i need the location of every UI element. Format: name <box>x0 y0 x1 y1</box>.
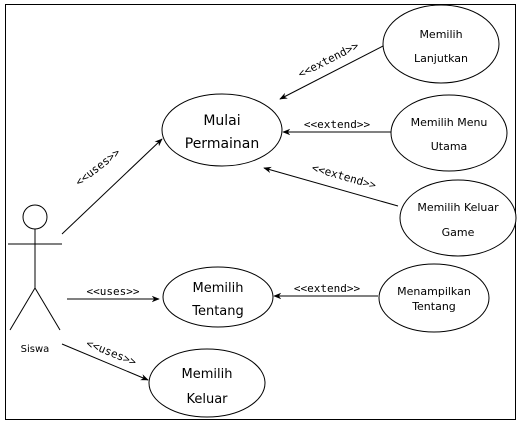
extend-relation-lanjutkan: <<extend>> <box>279 39 384 100</box>
uses-arrow-keluar <box>61 343 149 381</box>
use-case-shape <box>399 179 517 257</box>
use-case-label-line1: Memilih <box>419 28 462 41</box>
use-case-label-line1: Memilih <box>182 367 233 382</box>
use-case-label-line1: Memilih Menu <box>411 116 488 129</box>
extend-relation-menampilkan-tentang: <<extend>> <box>273 282 378 300</box>
use-case-shape <box>378 263 490 333</box>
use-case-label-line1: Mulai <box>203 113 240 129</box>
use-case-memilih-tentang[interactable]: Memilih Tentang <box>162 266 274 328</box>
uses-arrow-mulai <box>61 138 163 235</box>
actor-siswa: Siswa <box>8 204 62 355</box>
use-case-label-line2: Keluar <box>186 392 228 407</box>
use-case-memilih-keluar[interactable]: Memilih Keluar <box>148 348 266 418</box>
uses-association-keluar: <<uses>> <box>61 337 149 381</box>
extend-arrow-lanjutkan <box>279 45 384 100</box>
use-case-label-line2: Tentang <box>411 300 456 313</box>
extend-label-menu-utama: <<extend>> <box>304 118 371 131</box>
use-case-label-line2: Lanjutkan <box>414 52 468 65</box>
actor-head <box>22 204 48 230</box>
use-case-shape <box>161 93 283 167</box>
uses-association-tentang: <<uses>> <box>67 285 160 303</box>
uses-label-mulai: <<uses>> <box>73 146 123 189</box>
use-case-shape <box>162 266 274 328</box>
use-case-shape <box>390 94 508 172</box>
use-case-label-line1: Memilih Keluar <box>417 201 499 214</box>
use-case-label-line2: Tentang <box>191 304 244 319</box>
actor-right-leg <box>34 287 61 331</box>
uses-label-tentang: <<uses>> <box>87 285 140 298</box>
use-case-label-line1: Memilih <box>193 281 244 296</box>
use-case-label-line1: Menampilkan <box>397 285 471 298</box>
use-case-label-line2: Utama <box>431 140 468 153</box>
actor-left-leg <box>9 287 36 331</box>
use-case-memilih-keluar-game[interactable]: Memilih Keluar Game <box>399 179 517 257</box>
extend-relation-menu-utama: <<extend>> <box>282 118 392 136</box>
actor-label: Siswa <box>21 344 50 355</box>
extend-label-menampilkan-tentang: <<extend>> <box>294 282 361 295</box>
use-case-mulai-permainan[interactable]: Mulai Permainan <box>161 93 283 167</box>
use-case-shape <box>382 4 500 84</box>
use-case-memilih-lanjutkan[interactable]: Memilih Lanjutkan <box>382 4 500 84</box>
extend-label-keluar-game: <<extend>> <box>310 161 378 192</box>
use-case-label-line2: Game <box>442 226 475 239</box>
uses-association-mulai: <<uses>> <box>61 138 163 235</box>
extend-relation-keluar-game: <<extend>> <box>263 161 399 207</box>
use-case-menampilkan-tentang[interactable]: Menampilkan Tentang <box>378 263 490 333</box>
extend-arrow-keluar-game <box>263 166 399 207</box>
uses-label-keluar: <<uses>> <box>84 337 138 369</box>
use-case-label-line2: Permainan <box>185 136 260 152</box>
use-case-memilih-menu-utama[interactable]: Memilih Menu Utama <box>390 94 508 172</box>
use-case-shape <box>148 348 266 418</box>
